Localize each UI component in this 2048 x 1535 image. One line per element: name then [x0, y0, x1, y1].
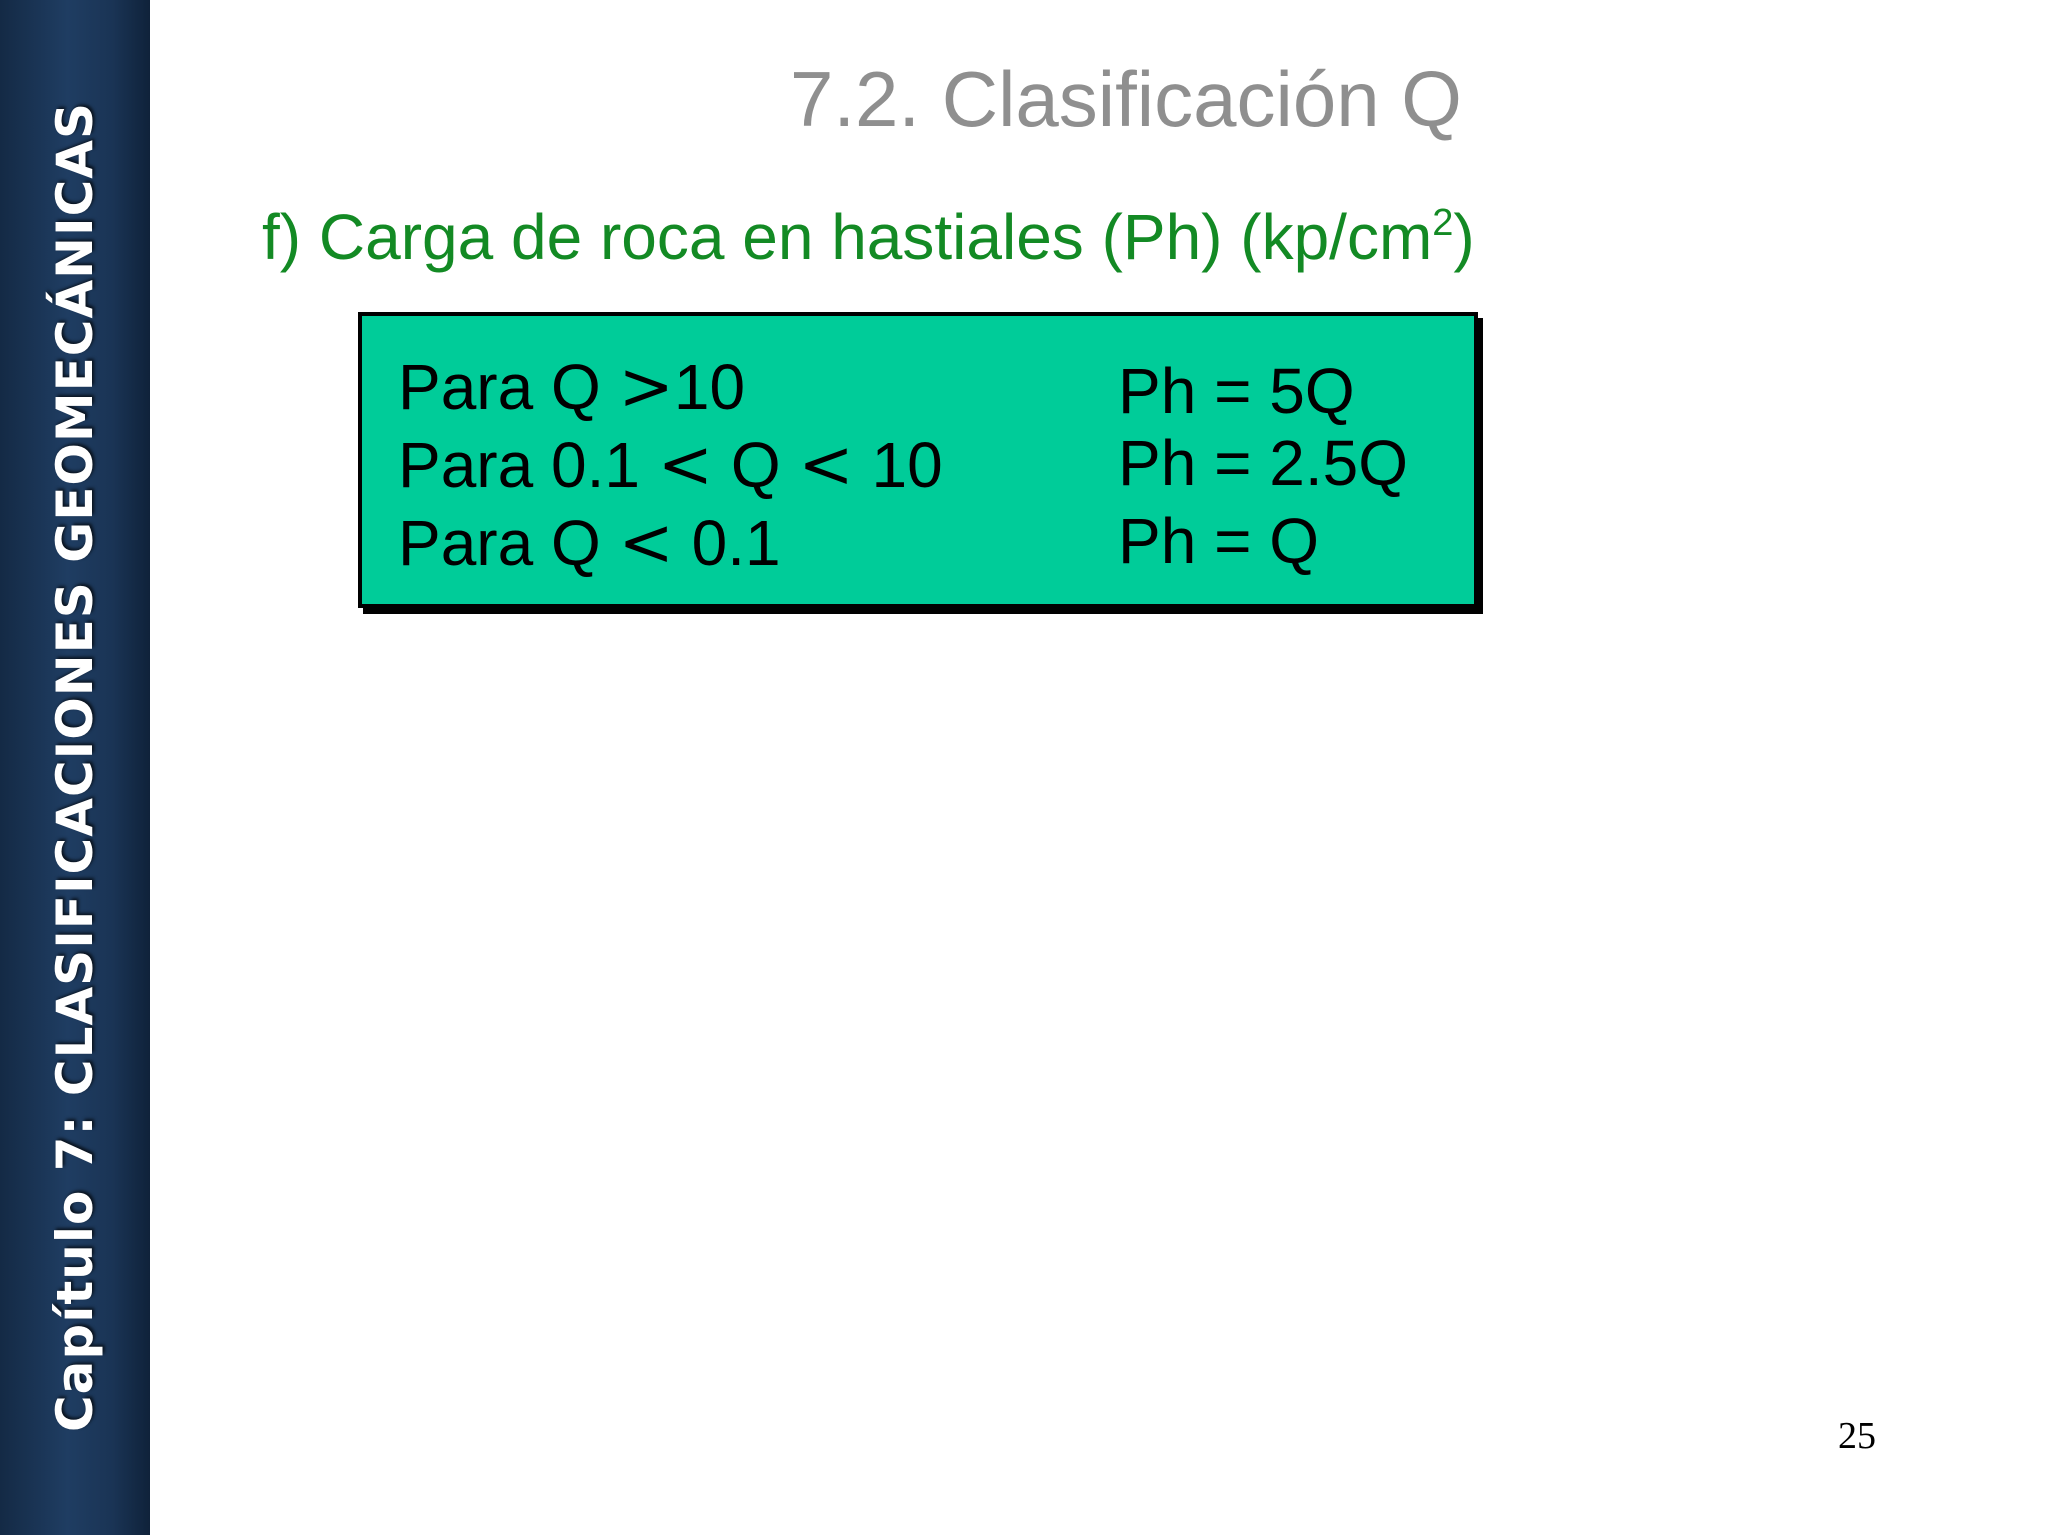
formula-condition: Para Q >10 — [398, 348, 745, 425]
comparison-operator: > — [618, 348, 674, 425]
comparison-operator: < — [657, 426, 714, 503]
subtitle-text: f) Carga de roca en hastiales (Ph) (kp/c… — [262, 201, 1433, 273]
comparison-operator-2: < — [798, 426, 854, 503]
formula-result: Ph = 5Q — [1118, 355, 1355, 427]
formula-row: Para Q >10 Ph = 5Q — [362, 348, 1474, 428]
condition-prefix: Para Q — [398, 507, 619, 579]
condition-mid: Q — [713, 429, 799, 501]
condition-prefix: Para Q — [398, 351, 619, 423]
condition-suffix: 10 — [853, 429, 943, 501]
condition-mid: 10 — [673, 351, 746, 423]
condition-prefix: Para 0.1 — [398, 429, 658, 501]
slide-title: 7.2. Clasificación Q — [790, 55, 1462, 143]
formula-row: Para 0.1 < Q < 10 Ph = 2.5Q — [362, 426, 1474, 506]
formula-condition: Para 0.1 < Q < 10 — [398, 426, 943, 503]
formula-result: Ph = 2.5Q — [1118, 427, 1408, 499]
comparison-operator: < — [618, 504, 674, 581]
formula-result: Ph = Q — [1118, 505, 1319, 577]
condition-mid: 0.1 — [673, 507, 781, 579]
chapter-label: Capítulo 7: CLASIFICACIONES GEOMECÁNICAS — [46, 101, 104, 1433]
chapter-sidebar: Capítulo 7: CLASIFICACIONES GEOMECÁNICAS — [0, 0, 150, 1535]
formula-condition: Para Q < 0.1 — [398, 504, 781, 581]
page-number: 25 — [1838, 1415, 1876, 1457]
formula-box: Para Q >10 Ph = 5Q Para 0.1 < Q < 10 Ph … — [358, 312, 1478, 608]
subtitle-closing: ) — [1453, 201, 1475, 273]
section-subtitle: f) Carga de roca en hastiales (Ph) (kp/c… — [262, 200, 1475, 274]
formula-row: Para Q < 0.1 Ph = Q — [362, 504, 1474, 584]
subtitle-superscript: 2 — [1432, 202, 1454, 244]
